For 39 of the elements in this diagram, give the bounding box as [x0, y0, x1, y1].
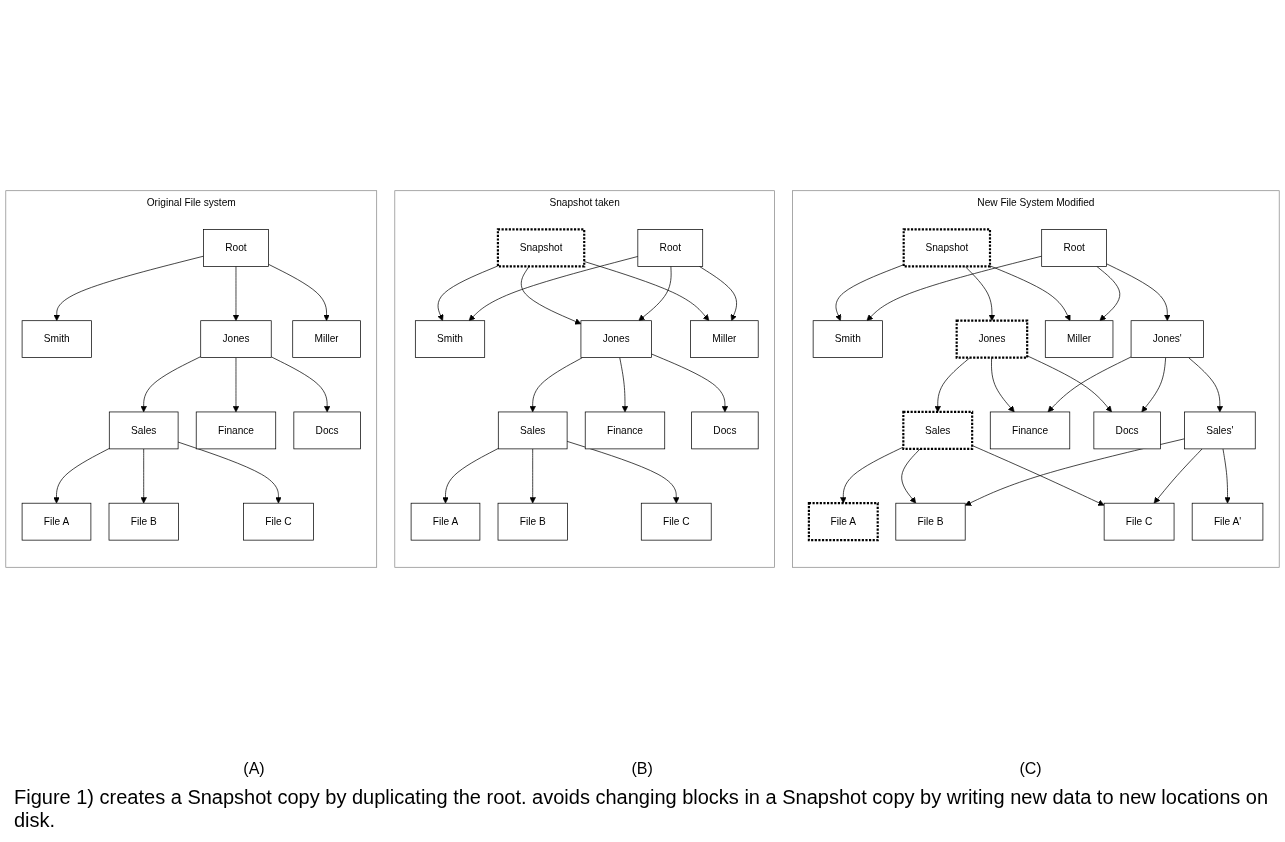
node-box: File B	[895, 502, 966, 541]
node-box: File C	[640, 502, 712, 541]
node-box: Jones	[580, 320, 652, 358]
node-box: File B	[497, 502, 568, 541]
node-box: Miller	[292, 320, 361, 358]
node-box: Root	[203, 229, 269, 267]
panel-label: (B)	[631, 760, 653, 778]
node-box: Jones	[955, 319, 1029, 359]
node-box: Finance	[584, 411, 666, 450]
node-box: File C	[1103, 502, 1175, 541]
node-box: Sales	[497, 411, 568, 450]
node-box: File A	[807, 502, 879, 542]
panel-label: (C)	[1019, 760, 1042, 778]
node-box: Jones	[200, 320, 272, 358]
node-box: Docs	[691, 411, 759, 450]
node-box: Finance	[989, 411, 1071, 450]
node-box: File A	[410, 502, 481, 541]
node-box: Smith	[812, 320, 883, 358]
node-box: Snapshot	[496, 228, 586, 268]
node-box: File B	[108, 502, 179, 541]
node-box: Finance	[195, 411, 277, 450]
node-box: Sales	[108, 411, 179, 450]
node-box: Root	[637, 229, 704, 267]
panel-label: (A)	[243, 760, 265, 778]
node-box: Smith	[414, 320, 486, 358]
node-box: Sales'	[1184, 411, 1256, 450]
node-box: Miller	[690, 320, 759, 358]
node-box: Sales	[902, 410, 974, 450]
node-box: File C	[243, 502, 314, 541]
node-box: File A	[21, 502, 92, 541]
node-box: Jones'	[1130, 320, 1204, 358]
node-box: Smith	[21, 320, 92, 358]
node-box: Docs	[1093, 411, 1161, 450]
node-box: Root	[1041, 229, 1107, 267]
node-box: File A'	[1191, 502, 1264, 541]
node-box: Docs	[293, 411, 361, 450]
figure-caption: Figure 1) creates a Snapshot copy by duplicating the root. avoids changing blocks in a Snapshot copy by writing new data to new locations on disk.	[13, 785, 1270, 833]
node-box: Miller	[1044, 320, 1114, 358]
node-box: Snapshot	[902, 228, 992, 268]
